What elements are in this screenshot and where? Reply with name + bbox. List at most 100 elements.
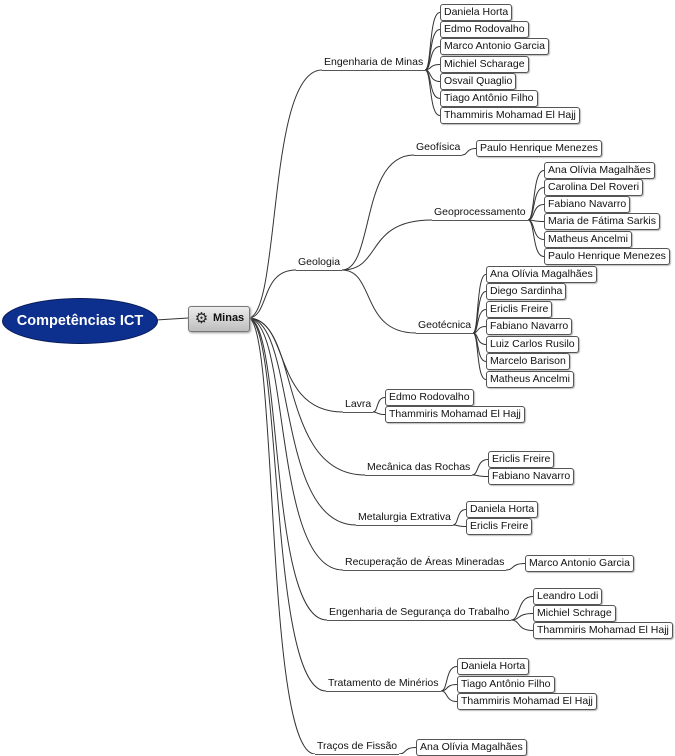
topic-underline [296,270,343,271]
person-node-thammiris-mohamad-el-hajj[interactable]: Thammiris Mohamad El Hajj [533,622,673,639]
person-node-ana-olivia-magalhaes[interactable]: Ana Olívia Magalhães [416,739,527,756]
person-node-fabiano-navarro[interactable]: Fabiano Navarro [544,196,631,213]
hub-node[interactable]: ⚙ Minas [188,306,250,332]
branch-engenharia-de-minas[interactable]: Engenharia de Minas [322,55,426,71]
person-node-paulo-henrique-menezes[interactable]: Paulo Henrique Menezes [544,248,670,265]
person-node-matheus-ancelmi[interactable]: Matheus Ancelmi [544,231,632,248]
node-label: Thammiris Mohamad El Hajj [444,109,576,121]
person-node-ana-olivia-magalhaes[interactable]: Ana Olívia Magalhães [486,266,597,283]
person-node-marco-antonio-garcia[interactable]: Marco Antonio Garcia [525,555,634,572]
node-label: Ana Olívia Magalhães [548,164,651,176]
branch-link [247,317,344,571]
child-link [510,619,534,631]
node-label: Osvail Quaglio [444,75,513,87]
person-node-thammiris-mohamad-el-hajj[interactable]: Thammiris Mohamad El Hajj [457,693,597,710]
branch-link [247,317,328,621]
branch-metalurgia-extrativa[interactable]: Metalurgia Extrativa [356,510,453,526]
node-label: Luiz Carlos Rusilo [490,338,575,350]
node-label: Daniela Horta [470,503,535,515]
person-node-fabiano-navarro[interactable]: Fabiano Navarro [486,318,573,335]
person-node-diego-sardinha[interactable]: Diego Sardinha [486,283,567,300]
person-node-edmo-rodovalho[interactable]: Edmo Rodovalho [385,389,474,406]
branch-mecanica-das-rochas[interactable]: Mecânica das Rochas [365,460,473,476]
node-label: Ericlis Freire [490,303,549,315]
branch-lavra[interactable]: Lavra [343,397,374,413]
person-node-michiel-scharage[interactable]: Michiel Scharage [440,56,529,73]
person-node-carolina-del-roveri[interactable]: Carolina Del Roveri [544,179,644,196]
node-label: Paulo Henrique Menezes [548,250,666,262]
topic-underline [327,620,512,621]
subtopic-geofisica[interactable]: Geofísica [414,140,463,156]
person-node-ana-olivia-magalhaes[interactable]: Ana Olívia Magalhães [544,162,655,179]
node-label: Geofísica [416,141,461,153]
node-label: Leandro Lodi [537,590,599,602]
topic-underline [326,691,441,692]
branch-engenharia-de-seguranca-do-trabalho[interactable]: Engenharia de Segurança do Trabalho [327,605,512,621]
node-label: Thammiris Mohamad El Hajj [389,408,521,420]
person-node-marco-antonio-garcia[interactable]: Marco Antonio Garcia [440,38,549,55]
person-node-leandro-lodi[interactable]: Leandro Lodi [533,588,603,605]
person-node-daniela-horta[interactable]: Daniela Horta [440,4,513,21]
person-node-ericlis-freire[interactable]: Ericlis Freire [466,518,533,535]
person-node-daniela-horta[interactable]: Daniela Horta [457,658,530,675]
topic-underline [315,754,400,755]
person-node-tiago-antonio-filho[interactable]: Tiago Antônio Filho [457,676,555,693]
node-label: Daniela Horta [461,660,526,672]
node-label: Fabiano Navarro [548,198,627,210]
person-node-paulo-henrique-menezes[interactable]: Paulo Henrique Menezes [476,140,602,157]
subtopic-geotecnica[interactable]: Geotécnica [416,318,474,334]
person-node-michiel-schrage[interactable]: Michiel Schrage [533,605,616,622]
branch-recuperacao-de-areas-mineradas[interactable]: Recuperação de Áreas Mineradas [343,555,507,571]
person-node-ericlis-freire[interactable]: Ericlis Freire [488,451,555,468]
sub-link [527,187,545,221]
branch-link [247,317,316,754]
branch-geologia[interactable]: Geologia [296,255,343,271]
branch-link [247,317,327,692]
node-label: Fabiano Navarro [492,470,571,482]
node-label: Tiago Antônio Filho [461,678,551,690]
topic-underline [356,525,453,526]
person-node-ericlis-freire[interactable]: Ericlis Freire [486,301,553,318]
person-node-daniela-horta[interactable]: Daniela Horta [466,501,539,518]
node-label: Diego Sardinha [490,285,563,297]
node-label: Maria de Fátima Sarkis [548,215,656,227]
node-label: Tiago Antônio Filho [444,92,534,104]
branch-link [247,317,366,476]
branch-tratamento-de-minerios[interactable]: Tratamento de Minérios [326,676,441,692]
node-label: Geotécnica [418,319,472,331]
child-link [372,411,386,415]
person-node-tiago-antonio-filho[interactable]: Tiago Antônio Filho [440,90,538,107]
node-label: Edmo Rodovalho [444,23,525,35]
subtopic-geoprocessamento[interactable]: Geoprocessamento [432,205,528,221]
topic-underline [432,220,528,221]
person-node-edmo-rodovalho[interactable]: Edmo Rodovalho [440,21,529,38]
person-node-luiz-carlos-rusilo[interactable]: Luiz Carlos Rusilo [486,336,579,353]
node-label: Thammiris Mohamad El Hajj [461,695,593,707]
person-node-fabiano-navarro[interactable]: Fabiano Navarro [488,468,575,485]
child-link [341,154,415,271]
person-node-thammiris-mohamad-el-hajj[interactable]: Thammiris Mohamad El Hajj [385,406,525,423]
person-node-thammiris-mohamad-el-hajj[interactable]: Thammiris Mohamad El Hajj [440,107,580,124]
person-node-marcelo-barison[interactable]: Marcelo Barison [486,353,570,370]
node-label: Geologia [298,256,341,268]
child-link [424,46,441,71]
child-link [440,666,458,692]
node-label: Traços de Fissão [317,740,398,752]
person-node-maria-de-fatima-sarkis[interactable]: Maria de Fátima Sarkis [544,213,660,230]
branch-link [247,317,357,526]
node-label: Recuperação de Áreas Mineradas [345,556,505,568]
person-node-osvail-quaglio[interactable]: Osvail Quaglio [440,73,517,90]
child-link [471,459,489,476]
node-label: Michiel Schrage [537,607,612,619]
hub-label: Minas [213,312,245,324]
node-label: Metalurgia Extrativa [358,511,451,523]
node-label: Marcelo Barison [490,355,566,367]
node-label: Marco Antonio Garcia [444,40,545,52]
node-label: Engenharia de Minas [324,56,424,68]
root-node[interactable]: Competências ICT [2,298,158,344]
branch-tracos-de-fissao[interactable]: Traços de Fissão [315,739,400,755]
person-node-matheus-ancelmi[interactable]: Matheus Ancelmi [486,371,574,388]
sub-link [461,148,477,156]
node-label: Ericlis Freire [492,453,551,465]
